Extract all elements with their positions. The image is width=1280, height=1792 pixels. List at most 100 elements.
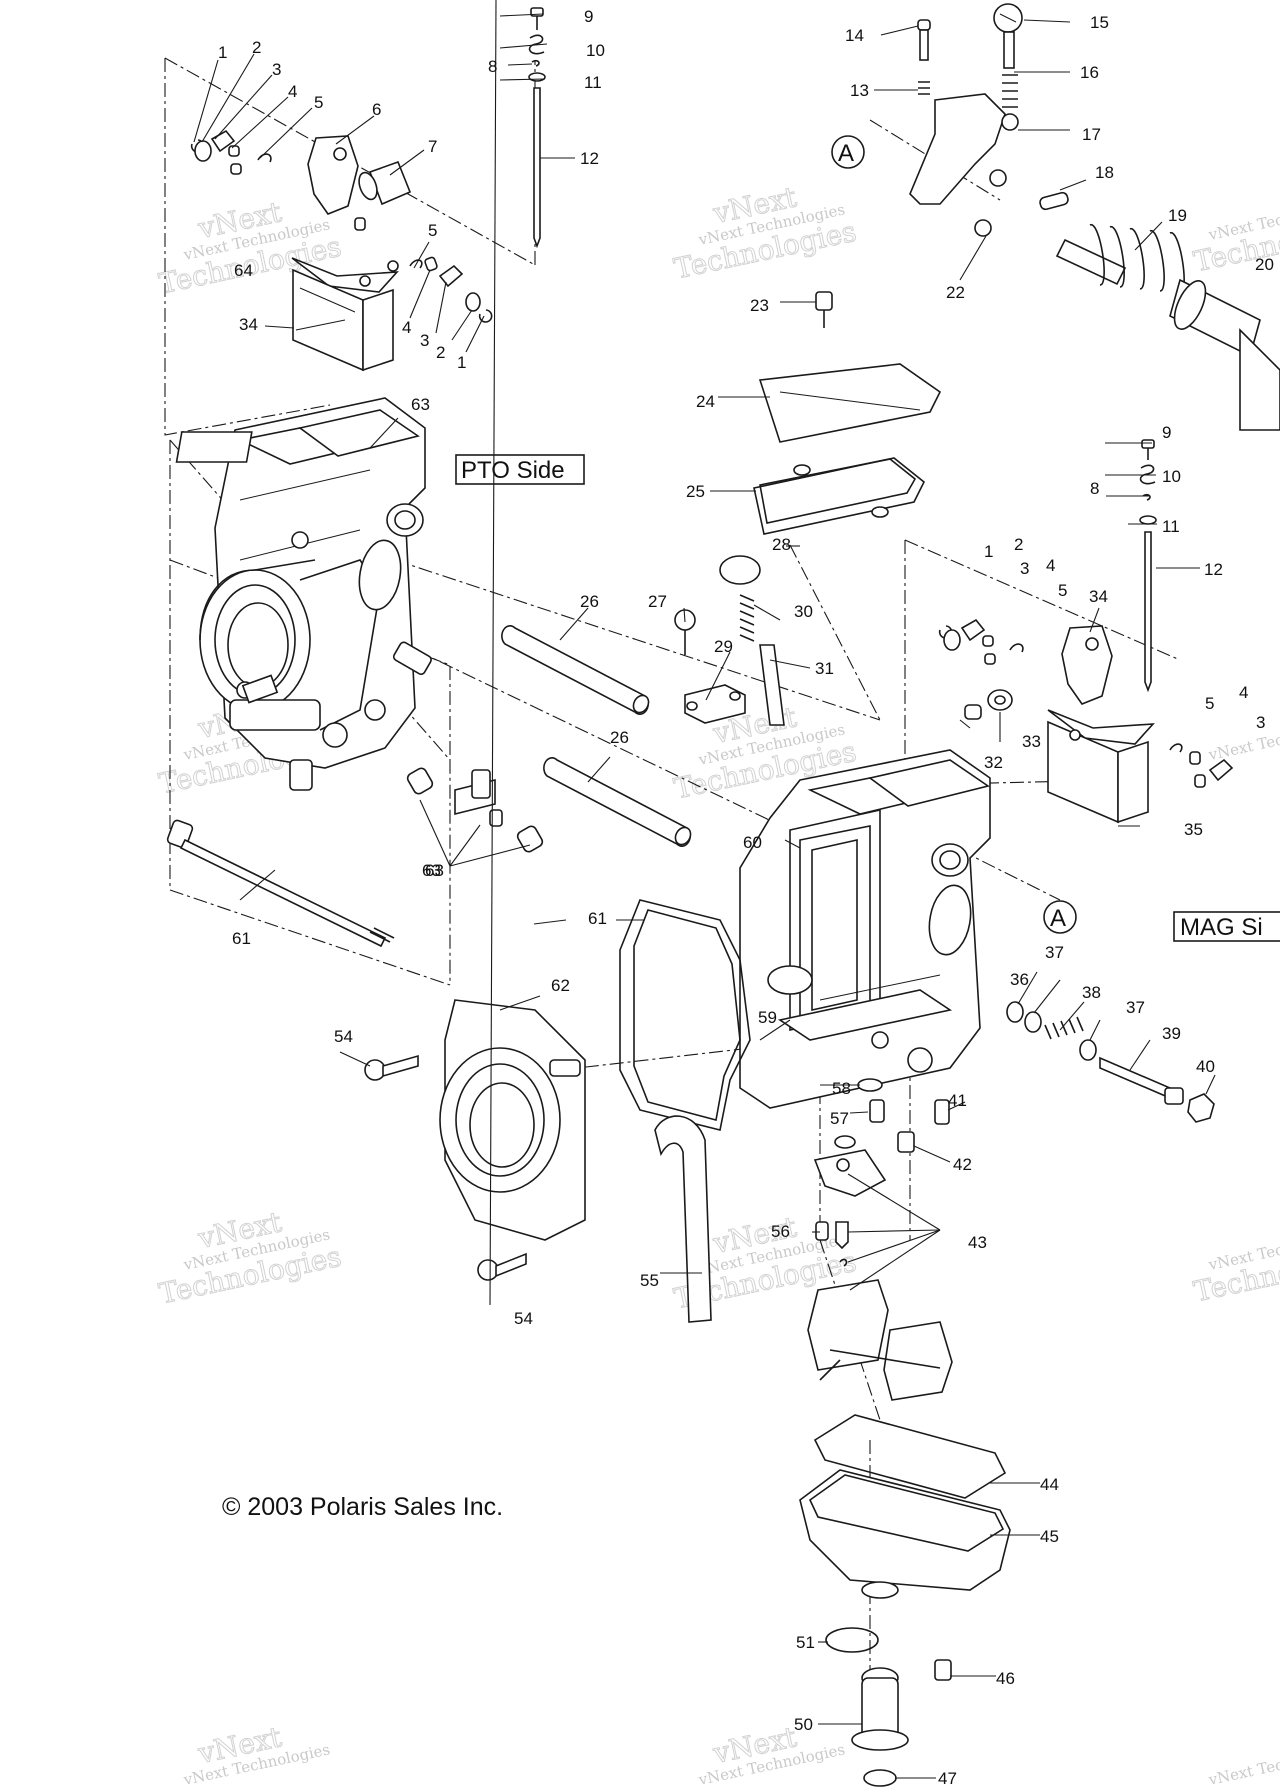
- mag-carburetor-body: [739, 749, 991, 1109]
- callout-number: 62: [551, 976, 570, 995]
- mag-side-box: [1173, 911, 1280, 942]
- reference-a-label: A: [1050, 905, 1066, 932]
- callout-number: 64: [234, 261, 253, 280]
- callout-number: 37: [1126, 998, 1145, 1017]
- cross-shafts: [501, 625, 692, 847]
- callout-number: 63: [422, 861, 441, 880]
- callout-number: 33: [1022, 732, 1041, 751]
- callout-number: 42: [953, 1155, 972, 1174]
- callout-number: 5: [1058, 581, 1067, 600]
- callout-number: 26: [610, 728, 629, 747]
- callout-number: 45: [1040, 1527, 1059, 1546]
- callout-number: 12: [580, 149, 599, 168]
- callout-number: 34: [1089, 587, 1108, 606]
- callout-number: 8: [1090, 479, 1099, 498]
- vent-hose: [654, 1115, 712, 1323]
- callout-number: 3: [420, 331, 429, 350]
- callout-number: 51: [796, 1633, 815, 1652]
- callout-number: 17: [1082, 125, 1101, 144]
- callout-number: 54: [514, 1309, 533, 1328]
- callout-number: 4: [402, 318, 411, 337]
- mag-throttle-linkage: [938, 618, 1234, 824]
- callout-number: 15: [1090, 13, 1109, 32]
- callout-number: 25: [686, 482, 705, 501]
- callout-number: 10: [586, 41, 605, 60]
- copyright-notice: © 2003 Polaris Sales Inc.: [222, 1493, 503, 1521]
- callout-number: 5: [1205, 694, 1214, 713]
- callout-number: 9: [584, 7, 593, 26]
- reference-a-label: A: [838, 140, 854, 167]
- throttle-linkage-right: [909, 3, 1280, 431]
- gasket-and-flange: [364, 899, 751, 1281]
- top-cover-group: [674, 291, 942, 726]
- pto-jet-needle: [528, 7, 546, 249]
- callout-number: 2: [252, 38, 261, 57]
- callout-number: 4: [1046, 556, 1055, 575]
- callout-number: 12: [1204, 560, 1223, 579]
- callout-number: 3: [272, 60, 281, 79]
- long-bolt: [166, 819, 395, 948]
- callout-number: 61: [588, 909, 607, 928]
- callout-number: 37: [1045, 943, 1064, 962]
- side-labels: PTO Side MAG Si: [455, 454, 1280, 942]
- callout-number: 6: [372, 100, 381, 119]
- callout-number: 31: [815, 659, 834, 678]
- callout-number: 61: [232, 929, 251, 948]
- float-bowl: [799, 1414, 1011, 1787]
- callout-number: 47: [938, 1769, 957, 1788]
- callout-number: 30: [794, 602, 813, 621]
- callout-number: 58: [832, 1079, 851, 1098]
- callout-number: 40: [1196, 1057, 1215, 1076]
- mag-jet-needle: [1139, 439, 1157, 693]
- mag-side-label: MAG Si: [1180, 914, 1263, 941]
- callout-number: 41: [948, 1091, 967, 1110]
- callout-number: 60: [743, 833, 762, 852]
- callout-number: 2: [1014, 535, 1023, 554]
- callout-number: 9: [1162, 423, 1171, 442]
- leader-lines: [193, 0, 1216, 1779]
- callout-number: 2: [436, 343, 445, 362]
- pto-side-box: [455, 454, 585, 485]
- callout-number: 27: [648, 592, 667, 611]
- callout-number: 35: [1184, 820, 1203, 839]
- reference-a-bottom: [1043, 900, 1077, 934]
- callout-number: 7: [428, 137, 437, 156]
- callout-number: 54: [334, 1027, 353, 1046]
- watermark-text: vNext Technologies: [1206, 1740, 1280, 1789]
- float-assembly: [807, 1078, 953, 1401]
- callout-number: 1: [984, 542, 993, 561]
- pto-carburetor-body: [175, 397, 432, 791]
- callout-number: 5: [428, 221, 437, 240]
- callout-number: 46: [996, 1669, 1015, 1688]
- callout-number: 57: [830, 1109, 849, 1128]
- reference-markers: A A: [831, 135, 1077, 934]
- callout-number: 50: [794, 1715, 813, 1734]
- pto-side-label: PTO Side: [461, 457, 565, 484]
- fuel-tee: [406, 767, 544, 853]
- callout-number: 11: [584, 73, 602, 92]
- callout-number: 56: [771, 1222, 790, 1241]
- callout-number: 34: [239, 315, 258, 334]
- callout-number: 28: [772, 535, 791, 554]
- air-screw-group: [1006, 1001, 1215, 1123]
- callout-number: 29: [714, 637, 733, 656]
- callout-number: 59: [758, 1008, 777, 1027]
- callout-number: 10: [1162, 467, 1181, 486]
- callout-number: 20: [1255, 255, 1274, 274]
- callout-number: 14: [845, 26, 864, 45]
- watermark-text: vNext Technologies: [1206, 715, 1280, 764]
- callout-number: 5: [314, 93, 323, 112]
- callout-number: 1: [457, 353, 466, 372]
- callout-number: 13: [850, 81, 869, 100]
- callout-number: 55: [640, 1271, 659, 1290]
- callout-number: 38: [1082, 983, 1101, 1002]
- callout-number: 19: [1168, 206, 1187, 225]
- callout-numbers: 1 2 3 4 5 6 7 8 9 10 11 12 5 4 3 2 1 64 …: [218, 7, 1274, 1788]
- reference-a-top: [831, 135, 865, 169]
- callout-number: 4: [1239, 683, 1248, 702]
- callout-number: 32: [984, 753, 1003, 772]
- callout-number: 3: [1020, 559, 1029, 578]
- callout-number: 16: [1080, 63, 1099, 82]
- callout-number: 26: [580, 592, 599, 611]
